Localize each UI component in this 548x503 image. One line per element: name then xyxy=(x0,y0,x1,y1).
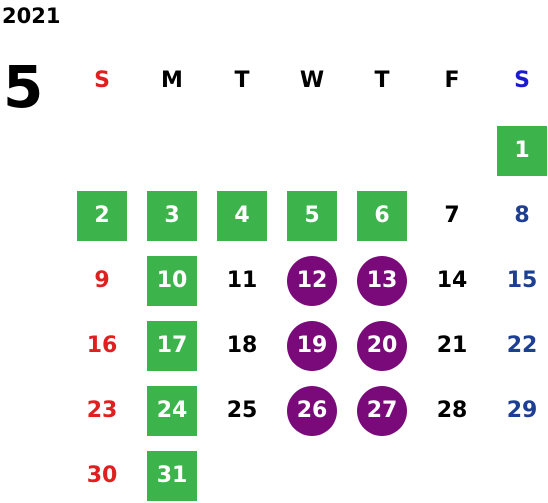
day-3[interactable]: 3 xyxy=(147,191,197,241)
day-30[interactable]: 30 xyxy=(86,463,118,488)
day-18[interactable]: 18 xyxy=(226,333,258,358)
day-25[interactable]: 25 xyxy=(226,398,258,423)
day-15[interactable]: 15 xyxy=(506,268,538,293)
day-8[interactable]: 8 xyxy=(514,203,530,228)
day-11[interactable]: 11 xyxy=(226,268,258,293)
day-17[interactable]: 17 xyxy=(147,321,197,371)
day-27[interactable]: 27 xyxy=(357,386,407,436)
day-24[interactable]: 24 xyxy=(147,386,197,436)
day-31[interactable]: 31 xyxy=(147,451,197,501)
weekday-header-fri: F xyxy=(444,68,460,93)
day-29[interactable]: 29 xyxy=(506,398,538,423)
day-22[interactable]: 22 xyxy=(506,333,538,358)
month-number: 5 xyxy=(3,53,44,121)
day-20[interactable]: 20 xyxy=(357,321,407,371)
weekday-header-sun: S xyxy=(94,68,110,93)
day-1[interactable]: 1 xyxy=(497,126,547,176)
day-23[interactable]: 23 xyxy=(86,398,118,423)
day-13[interactable]: 13 xyxy=(357,256,407,306)
day-21[interactable]: 21 xyxy=(436,333,468,358)
day-4[interactable]: 4 xyxy=(217,191,267,241)
weekday-header-tue: T xyxy=(234,68,250,93)
weekday-header-sat: S xyxy=(514,68,530,93)
day-6[interactable]: 6 xyxy=(357,191,407,241)
day-10[interactable]: 10 xyxy=(147,256,197,306)
year-label: 2021 xyxy=(2,4,61,28)
weekday-header-wed: W xyxy=(299,68,325,93)
day-26[interactable]: 26 xyxy=(287,386,337,436)
day-5[interactable]: 5 xyxy=(287,191,337,241)
day-19[interactable]: 19 xyxy=(287,321,337,371)
day-12[interactable]: 12 xyxy=(287,256,337,306)
weekday-header-mon: M xyxy=(161,68,183,93)
day-28[interactable]: 28 xyxy=(436,398,468,423)
day-16[interactable]: 16 xyxy=(86,333,118,358)
day-2[interactable]: 2 xyxy=(77,191,127,241)
weekday-header-thu: T xyxy=(374,68,390,93)
day-7[interactable]: 7 xyxy=(444,203,460,228)
day-9[interactable]: 9 xyxy=(94,268,110,293)
day-14[interactable]: 14 xyxy=(436,268,468,293)
